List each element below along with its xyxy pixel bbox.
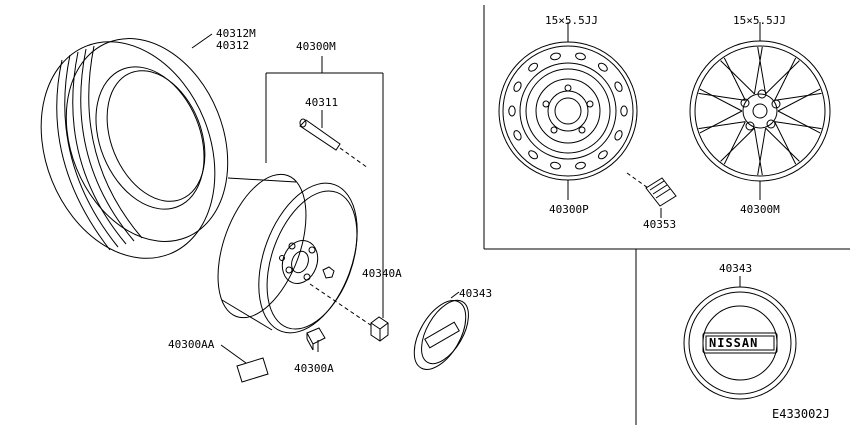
label-tire-40312: 40312 — [216, 39, 250, 52]
alloy-wheel-front — [689, 22, 831, 200]
diagram-id: E433002J — [772, 407, 830, 421]
label-large-cap-40343: 40343 — [719, 262, 753, 275]
label-weight-40300a: 40300A — [294, 362, 334, 375]
weight-part — [306, 327, 326, 352]
label-alloy-40300m: 40300M — [740, 203, 780, 216]
large-cap — [683, 276, 797, 400]
label-alloy-size: 15×5.5JJ — [733, 14, 786, 27]
steel-wheel-holes — [508, 52, 628, 170]
panel-borders — [483, 5, 850, 425]
weight-clip — [220, 344, 269, 383]
steel-wheel-front — [498, 22, 638, 200]
valve-part — [299, 118, 373, 327]
label-weight-clip-40300aa: 40300AA — [168, 338, 215, 351]
steel-wheel-side — [217, 173, 358, 334]
tire — [40, 33, 229, 259]
small-cap — [413, 291, 469, 370]
label-cap-40343: 40343 — [459, 287, 493, 300]
label-wheel-40300m: 40300M — [296, 40, 336, 53]
nissan-badge-text: NISSAN — [709, 336, 759, 350]
label-steel-size: 15×5.5JJ — [545, 14, 598, 27]
bracket — [265, 56, 384, 318]
label-valve-40311: 40311 — [305, 96, 339, 109]
label-steel-40300p: 40300P — [549, 203, 589, 216]
ornament-part — [626, 172, 677, 218]
label-ornament-40353: 40353 — [643, 218, 677, 231]
nut-part — [370, 316, 389, 342]
label-tire-40312m: 40312M — [216, 27, 256, 40]
label-nut-40340a: 40340A — [362, 267, 402, 280]
